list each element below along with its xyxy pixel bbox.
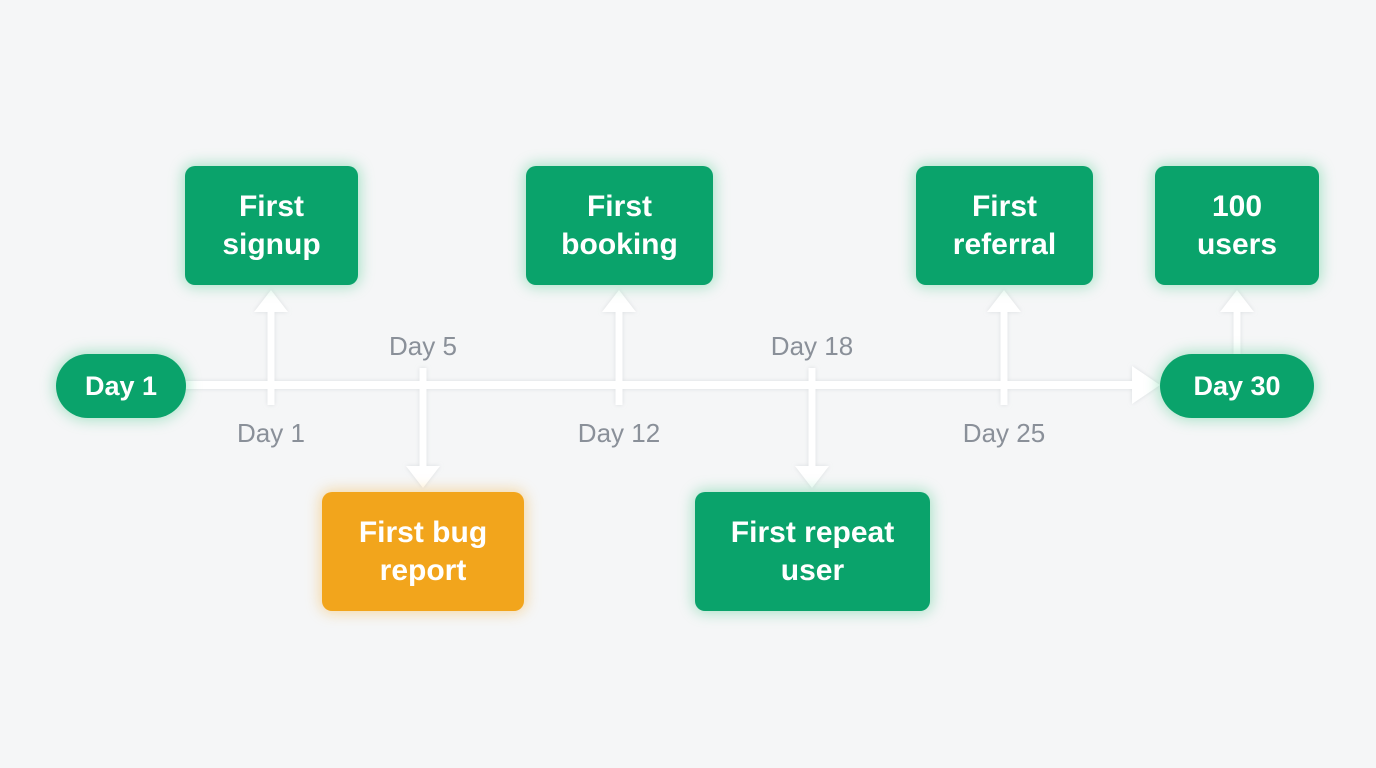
day-label-first-referral: Day 25 (962, 418, 1046, 448)
milestone-label: 100 users (1196, 189, 1278, 261)
arrowhead-first-signup (254, 290, 288, 312)
timeline-start-pill: Day 1 (56, 354, 186, 418)
timeline-start-label: Day 1 (84, 370, 158, 401)
arrowhead-first-repeat-user (795, 466, 829, 488)
milestone-label: First repeat user (730, 515, 895, 587)
day-label-first-repeat-user: Day 18 (770, 331, 854, 361)
milestone-first-signup: First signup (185, 166, 358, 285)
day-label-first-booking: Day 12 (577, 418, 661, 448)
day-label-first-signup: Day 1 (237, 418, 305, 448)
milestone-first-bug-report: First bug report (322, 492, 524, 611)
milestone-100-users: 100 users (1155, 166, 1319, 285)
milestone-label: First referral (952, 189, 1057, 261)
milestone-first-repeat-user: First repeat user (695, 492, 930, 611)
arrowhead-first-bug-report (406, 466, 440, 488)
milestone-first-booking: First booking (526, 166, 713, 285)
arrowhead-100-users (1220, 290, 1254, 312)
milestone-label: First signup (222, 189, 321, 261)
timeline-end-label: Day 30 (1193, 370, 1281, 401)
timeline-end-pill: Day 30 (1160, 354, 1314, 418)
arrowhead-first-booking (602, 290, 636, 312)
milestone-first-referral: First referral (916, 166, 1093, 285)
day-label-first-bug-report: Day 5 (389, 331, 457, 361)
milestone-label: First bug report (358, 515, 488, 587)
arrowhead-first-referral (987, 290, 1021, 312)
timeline-axis-arrowhead (1132, 366, 1160, 404)
milestone-label: First booking (561, 189, 678, 261)
